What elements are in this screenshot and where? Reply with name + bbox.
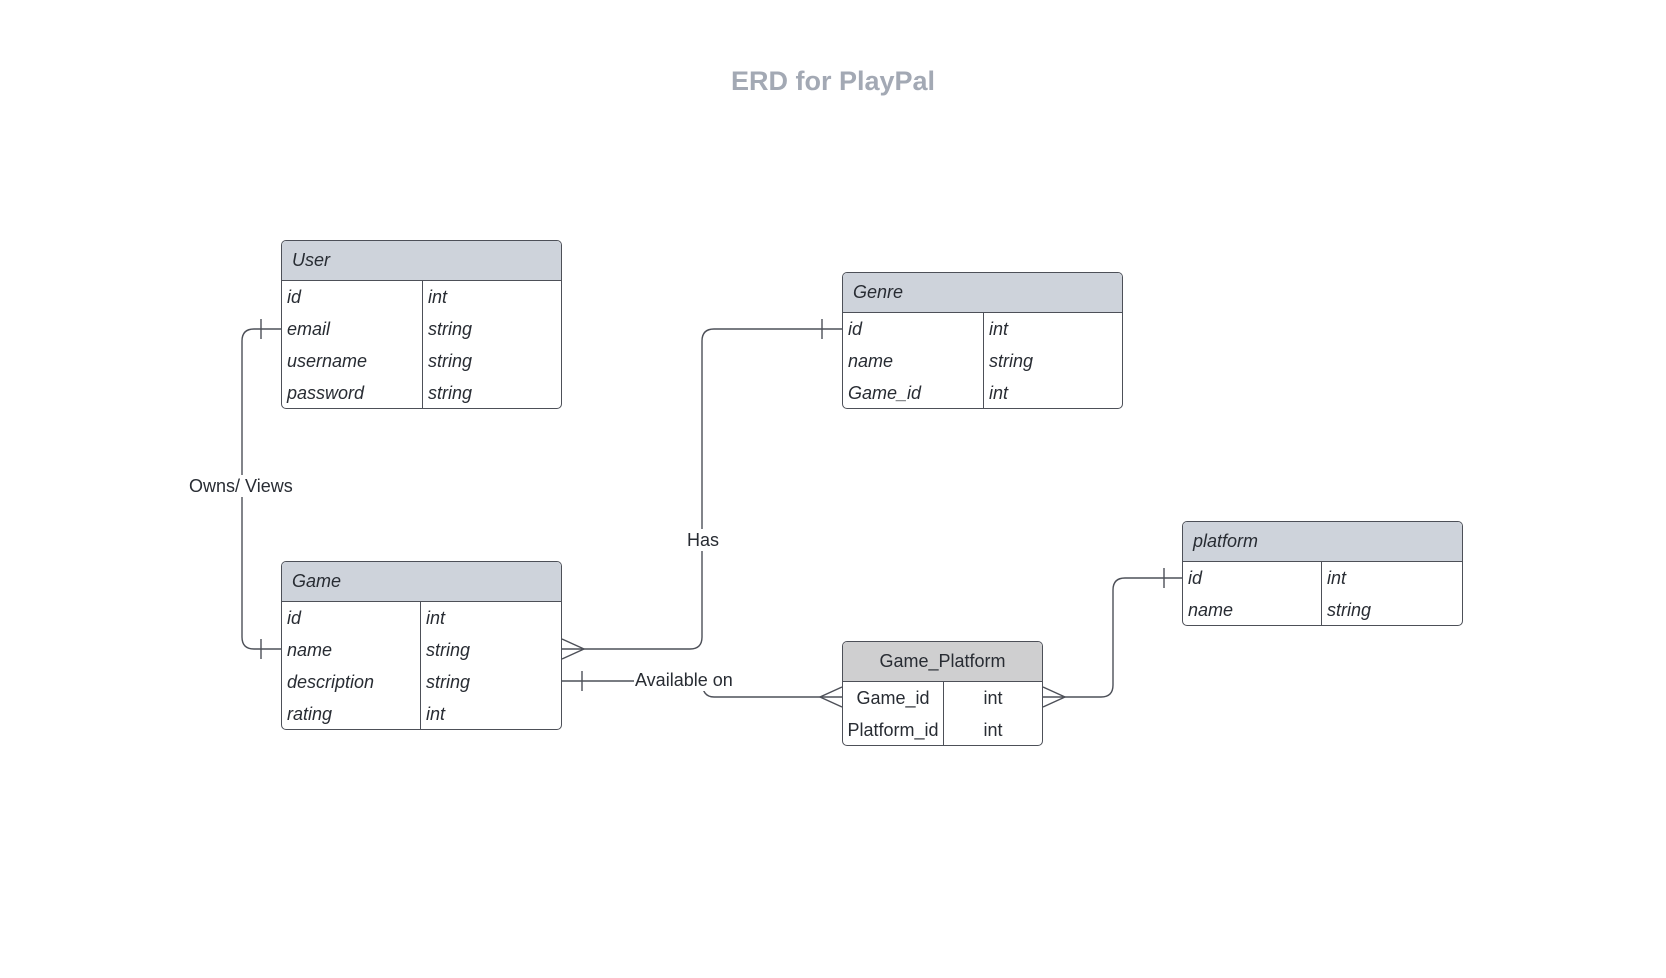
platform-link-line (1043, 577, 1182, 698)
field-name: Game_id (848, 383, 922, 403)
user-entity[interactable]: User id int email string username string pa… (281, 240, 562, 409)
field-row: username string (282, 345, 561, 377)
field-name: Platform_id (847, 720, 939, 740)
game-many-marker (561, 638, 586, 660)
field-type: string (989, 351, 1034, 371)
entity-name: Genre (843, 273, 1122, 313)
field-type: int (426, 704, 446, 724)
field-name: id (287, 287, 302, 307)
field-row: email string (282, 313, 561, 345)
field-name: username (287, 351, 368, 371)
entity-name: Game_Platform (843, 642, 1042, 682)
has-label: Has (686, 529, 721, 551)
entity-name: User (282, 241, 561, 281)
field-type: int (983, 720, 1003, 740)
field-type: int (426, 608, 446, 628)
game-platform-many-marker-right (1042, 686, 1067, 708)
field-name: description (287, 672, 375, 692)
field-row: id int (282, 602, 561, 634)
field-type: int (428, 287, 448, 307)
field-type: string (428, 383, 473, 403)
entity-name: platform (1183, 522, 1462, 562)
field-name: password (287, 383, 365, 403)
field-type: string (428, 351, 473, 371)
field-type: string (426, 640, 471, 660)
field-name: id (848, 319, 863, 339)
entity-name: Game (282, 562, 561, 602)
field-row: rating int (282, 698, 561, 729)
field-row: id int (1183, 562, 1462, 594)
field-row: description string (282, 666, 561, 698)
field-name: Game_id (856, 688, 930, 708)
field-row: name string (282, 634, 561, 666)
field-row: password string (282, 377, 561, 408)
field-row: Platform_id int (843, 714, 1042, 745)
field-type: int (983, 688, 1003, 708)
platform-entity[interactable]: platform id int name string (1182, 521, 1463, 626)
field-name: name (1188, 600, 1234, 620)
field-name: email (287, 319, 331, 339)
game-platform-many-marker-left (818, 686, 843, 708)
field-row: id int (843, 313, 1122, 345)
field-name: id (1188, 568, 1203, 588)
available-on-label: Available on (634, 669, 734, 691)
field-type: int (989, 319, 1009, 339)
field-row: Game_id int (843, 682, 1042, 714)
has-line (562, 328, 842, 650)
field-type: int (1327, 568, 1347, 588)
diagram-title: ERD for PlayPal (730, 66, 936, 96)
field-type: string (428, 319, 473, 339)
field-row: name string (1183, 594, 1462, 625)
field-name: name (848, 351, 894, 371)
owns-views-label: Owns/ Views (188, 475, 294, 497)
field-row: Game_id int (843, 377, 1122, 408)
field-type: string (426, 672, 471, 692)
field-row: id int (282, 281, 561, 313)
field-name: rating (287, 704, 333, 724)
field-type: int (989, 383, 1009, 403)
field-type: string (1327, 600, 1372, 620)
field-name: id (287, 608, 302, 628)
field-name: name (287, 640, 333, 660)
genre-entity[interactable]: Genre id int name string Game_id int (842, 272, 1123, 409)
field-row: name string (843, 345, 1122, 377)
